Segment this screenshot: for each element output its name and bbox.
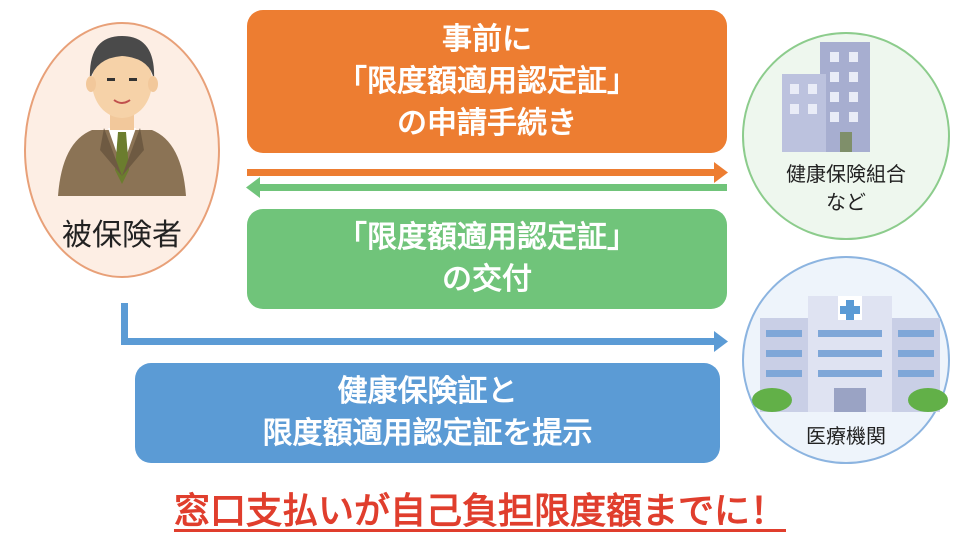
- present-step-box: 健康保険証と 限度額適用認定証を提示: [135, 363, 720, 463]
- result-message: 窓口支払いが自己負担限度額までに！: [173, 491, 786, 532]
- issue-step-box: 「限度額適用認定証」 の交付: [247, 209, 727, 309]
- present-arrow: [121, 303, 728, 352]
- issue-arrow: [246, 177, 727, 198]
- apply-arrow: [247, 162, 728, 183]
- apply-step-box: 事前に 「限度額適用認定証」 の申請手続き: [247, 10, 727, 153]
- insurer-label: 健康保険組合 など: [786, 162, 906, 214]
- hospital-label: 医療機関: [806, 424, 886, 448]
- insured-person-label: 被保険者: [62, 218, 182, 253]
